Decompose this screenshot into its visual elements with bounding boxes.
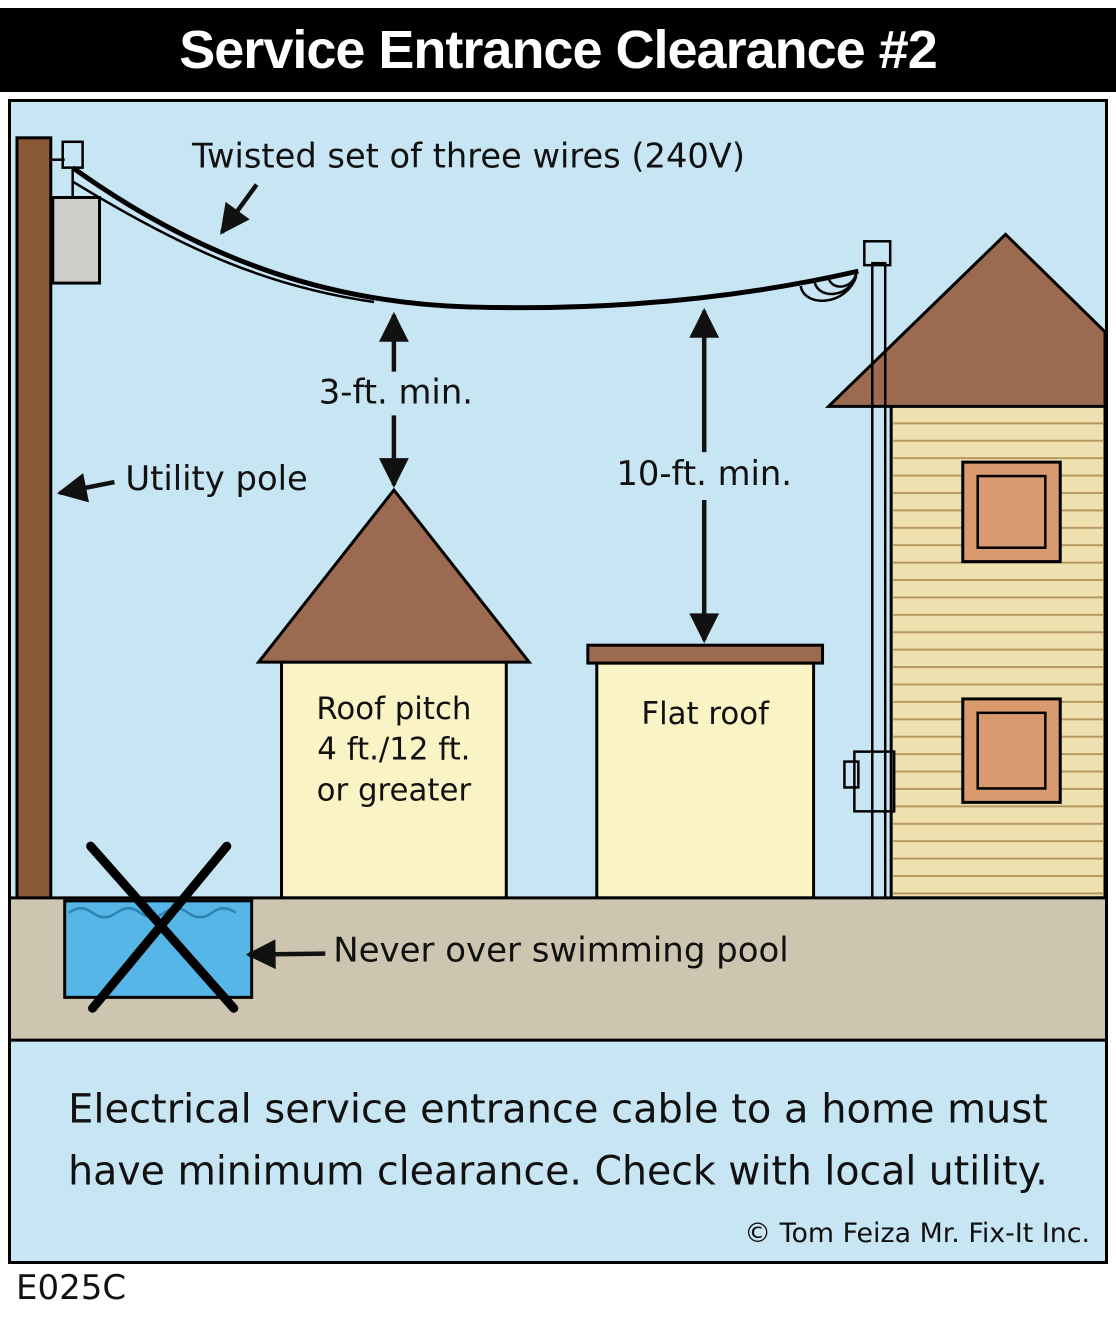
utility-pole	[15, 136, 53, 908]
utility-pole-group	[15, 136, 102, 908]
roof-pitch-label-line3: or greater	[317, 772, 472, 808]
window-lower	[961, 697, 1062, 804]
electric-meter	[853, 750, 896, 813]
illustration-frame: Roof pitch 4 ft./12 ft. or greater Flat …	[8, 99, 1108, 1264]
service-wires-group	[71, 165, 859, 311]
wires-label-arrow	[220, 183, 259, 235]
right-house-group	[799, 232, 1105, 903]
copyright-notice: © Tom Feiza Mr. Fix-It Inc.	[744, 1218, 1090, 1249]
pitched-house-wall	[280, 660, 508, 900]
meter-knob	[843, 760, 860, 789]
wires-label: Twisted set of three wires (240V)	[191, 137, 745, 176]
flat-roof	[586, 643, 825, 665]
window-upper	[961, 460, 1062, 564]
figure-id: E025C	[16, 1268, 127, 1308]
pole-insulator	[61, 140, 84, 169]
annotation-arrows	[56, 183, 720, 970]
window-lower-frame	[961, 697, 1062, 804]
title-bar: Service Entrance Clearance #2	[0, 8, 1116, 92]
service-wire	[71, 165, 859, 311]
clearance-3ft-label: 3-ft. min.	[319, 372, 473, 411]
clearance-10ft-label: 10-ft. min.	[616, 454, 792, 493]
window-upper-frame	[961, 460, 1062, 564]
pool-warning-arrow	[245, 939, 326, 970]
pool-warning-label: Never over swimming pool	[333, 931, 789, 970]
page-title: Service Entrance Clearance #2	[179, 20, 937, 80]
weatherhead-cap	[863, 240, 892, 267]
prohibition-x-stroke-2	[88, 841, 232, 1013]
caption-line-1: Electrical service entrance cable to a h…	[68, 1087, 1048, 1133]
flat-roof-label: Flat roof	[641, 696, 770, 732]
window-lower-pane	[976, 711, 1047, 790]
caption-line-2: have minimum clearance. Check with local…	[68, 1148, 1048, 1194]
utility-pole-label: Utility pole	[125, 459, 307, 498]
service-wire-strand	[72, 180, 375, 304]
flat-roof-building: Flat roof	[586, 643, 825, 900]
right-house-roof	[824, 232, 1105, 408]
illustration-svg: Roof pitch 4 ft./12 ft. or greater Flat …	[11, 102, 1105, 1261]
roof-pitch-label-line2: 4 ft./12 ft.	[317, 732, 470, 768]
pitched-roof-house: Roof pitch 4 ft./12 ft. or greater	[255, 487, 533, 900]
window-upper-pane	[976, 474, 1047, 549]
utility-pole-arrow	[56, 473, 115, 503]
pitched-roof	[255, 487, 533, 664]
transformer-box	[51, 196, 102, 285]
drip-loop-3	[799, 275, 858, 302]
roof-pitch-label-line1: Roof pitch	[316, 691, 471, 727]
